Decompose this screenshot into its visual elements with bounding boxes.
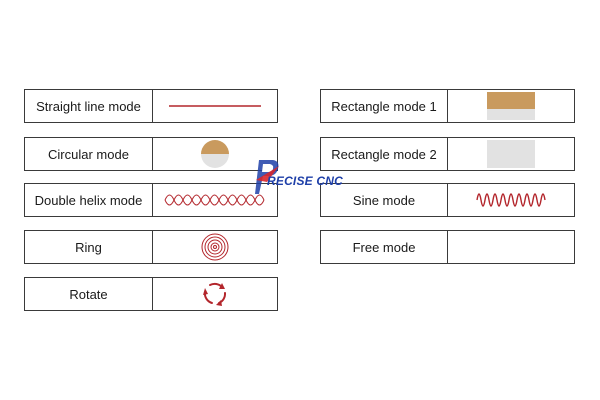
mode-label: Free mode [321,231,448,263]
mode-label: Ring [25,231,153,263]
mode-row-rectangle-2: Rectangle mode 2 [320,137,575,171]
mode-label: Circular mode [25,138,153,170]
mode-label: Straight line mode [25,90,153,122]
mode-row-double-helix: Double helix mode [24,183,278,217]
semicircle-icon [201,140,229,168]
rectangle-half-icon [487,92,535,120]
logo-mark-icon [255,160,279,194]
mode-preview [448,138,574,170]
brand-logo: RECISE CNC [253,158,353,196]
mode-row-free: Free mode [320,230,575,264]
mode-preview [448,184,574,216]
mode-label: Sine mode [321,184,448,216]
double-helix-icon [164,194,265,206]
mode-row-straight-line: Straight line mode [24,89,278,123]
mode-preview [153,90,277,122]
mode-row-rotate: Rotate [24,277,278,311]
concentric-rings-icon [201,233,229,261]
mode-label: Rectangle mode 1 [321,90,448,122]
straight-line-icon [169,105,261,107]
mode-label: Rectangle mode 2 [321,138,448,170]
mode-preview [153,184,277,216]
sine-wave-icon [476,193,546,207]
logo-text: RECISE CNC [267,174,344,188]
mode-row-rectangle-1: Rectangle mode 1 [320,89,575,123]
mode-preview [448,90,574,122]
rotate-arrows-icon [203,282,227,306]
mode-preview [153,278,277,310]
mode-row-circular: Circular mode [24,137,278,171]
mode-label: Rotate [25,278,153,310]
mode-row-sine: Sine mode [320,183,575,217]
mode-label: Double helix mode [25,184,153,216]
mode-preview [153,231,277,263]
mode-row-ring: Ring [24,230,278,264]
mode-preview [448,231,574,263]
mode-preview [153,138,277,170]
rectangle-gray-icon [487,140,535,168]
